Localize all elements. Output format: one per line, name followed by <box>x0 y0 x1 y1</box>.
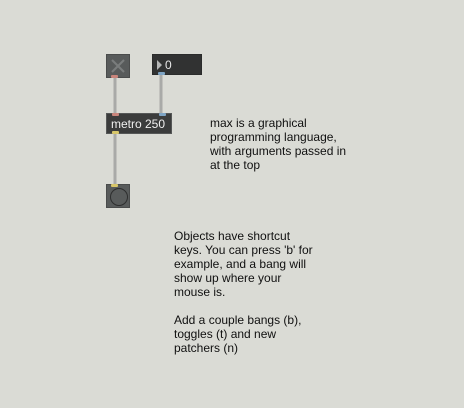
bang-circle-icon <box>110 188 128 206</box>
bang-object[interactable] <box>106 184 130 208</box>
toggle-outlet[interactable] <box>111 75 118 78</box>
metro-left-inlet[interactable] <box>112 113 119 116</box>
comment-shortcuts[interactable]: Objects have shortcut keys. You can pres… <box>174 229 313 355</box>
number-box[interactable]: 0 <box>152 54 202 75</box>
metro-right-inlet[interactable] <box>159 113 166 116</box>
comment-intro[interactable]: max is a graphical programming language,… <box>210 116 347 172</box>
metro-label: metro 250 <box>111 117 166 131</box>
number-outlet[interactable] <box>158 72 165 75</box>
metro-object[interactable]: metro 250 <box>106 113 172 134</box>
toggle-x-icon <box>111 59 125 73</box>
bang-inlet[interactable] <box>111 184 118 187</box>
number-value[interactable]: 0 <box>165 58 172 72</box>
number-triangle-icon <box>157 60 162 70</box>
toggle-object[interactable] <box>106 54 130 78</box>
metro-outlet[interactable] <box>112 131 119 134</box>
